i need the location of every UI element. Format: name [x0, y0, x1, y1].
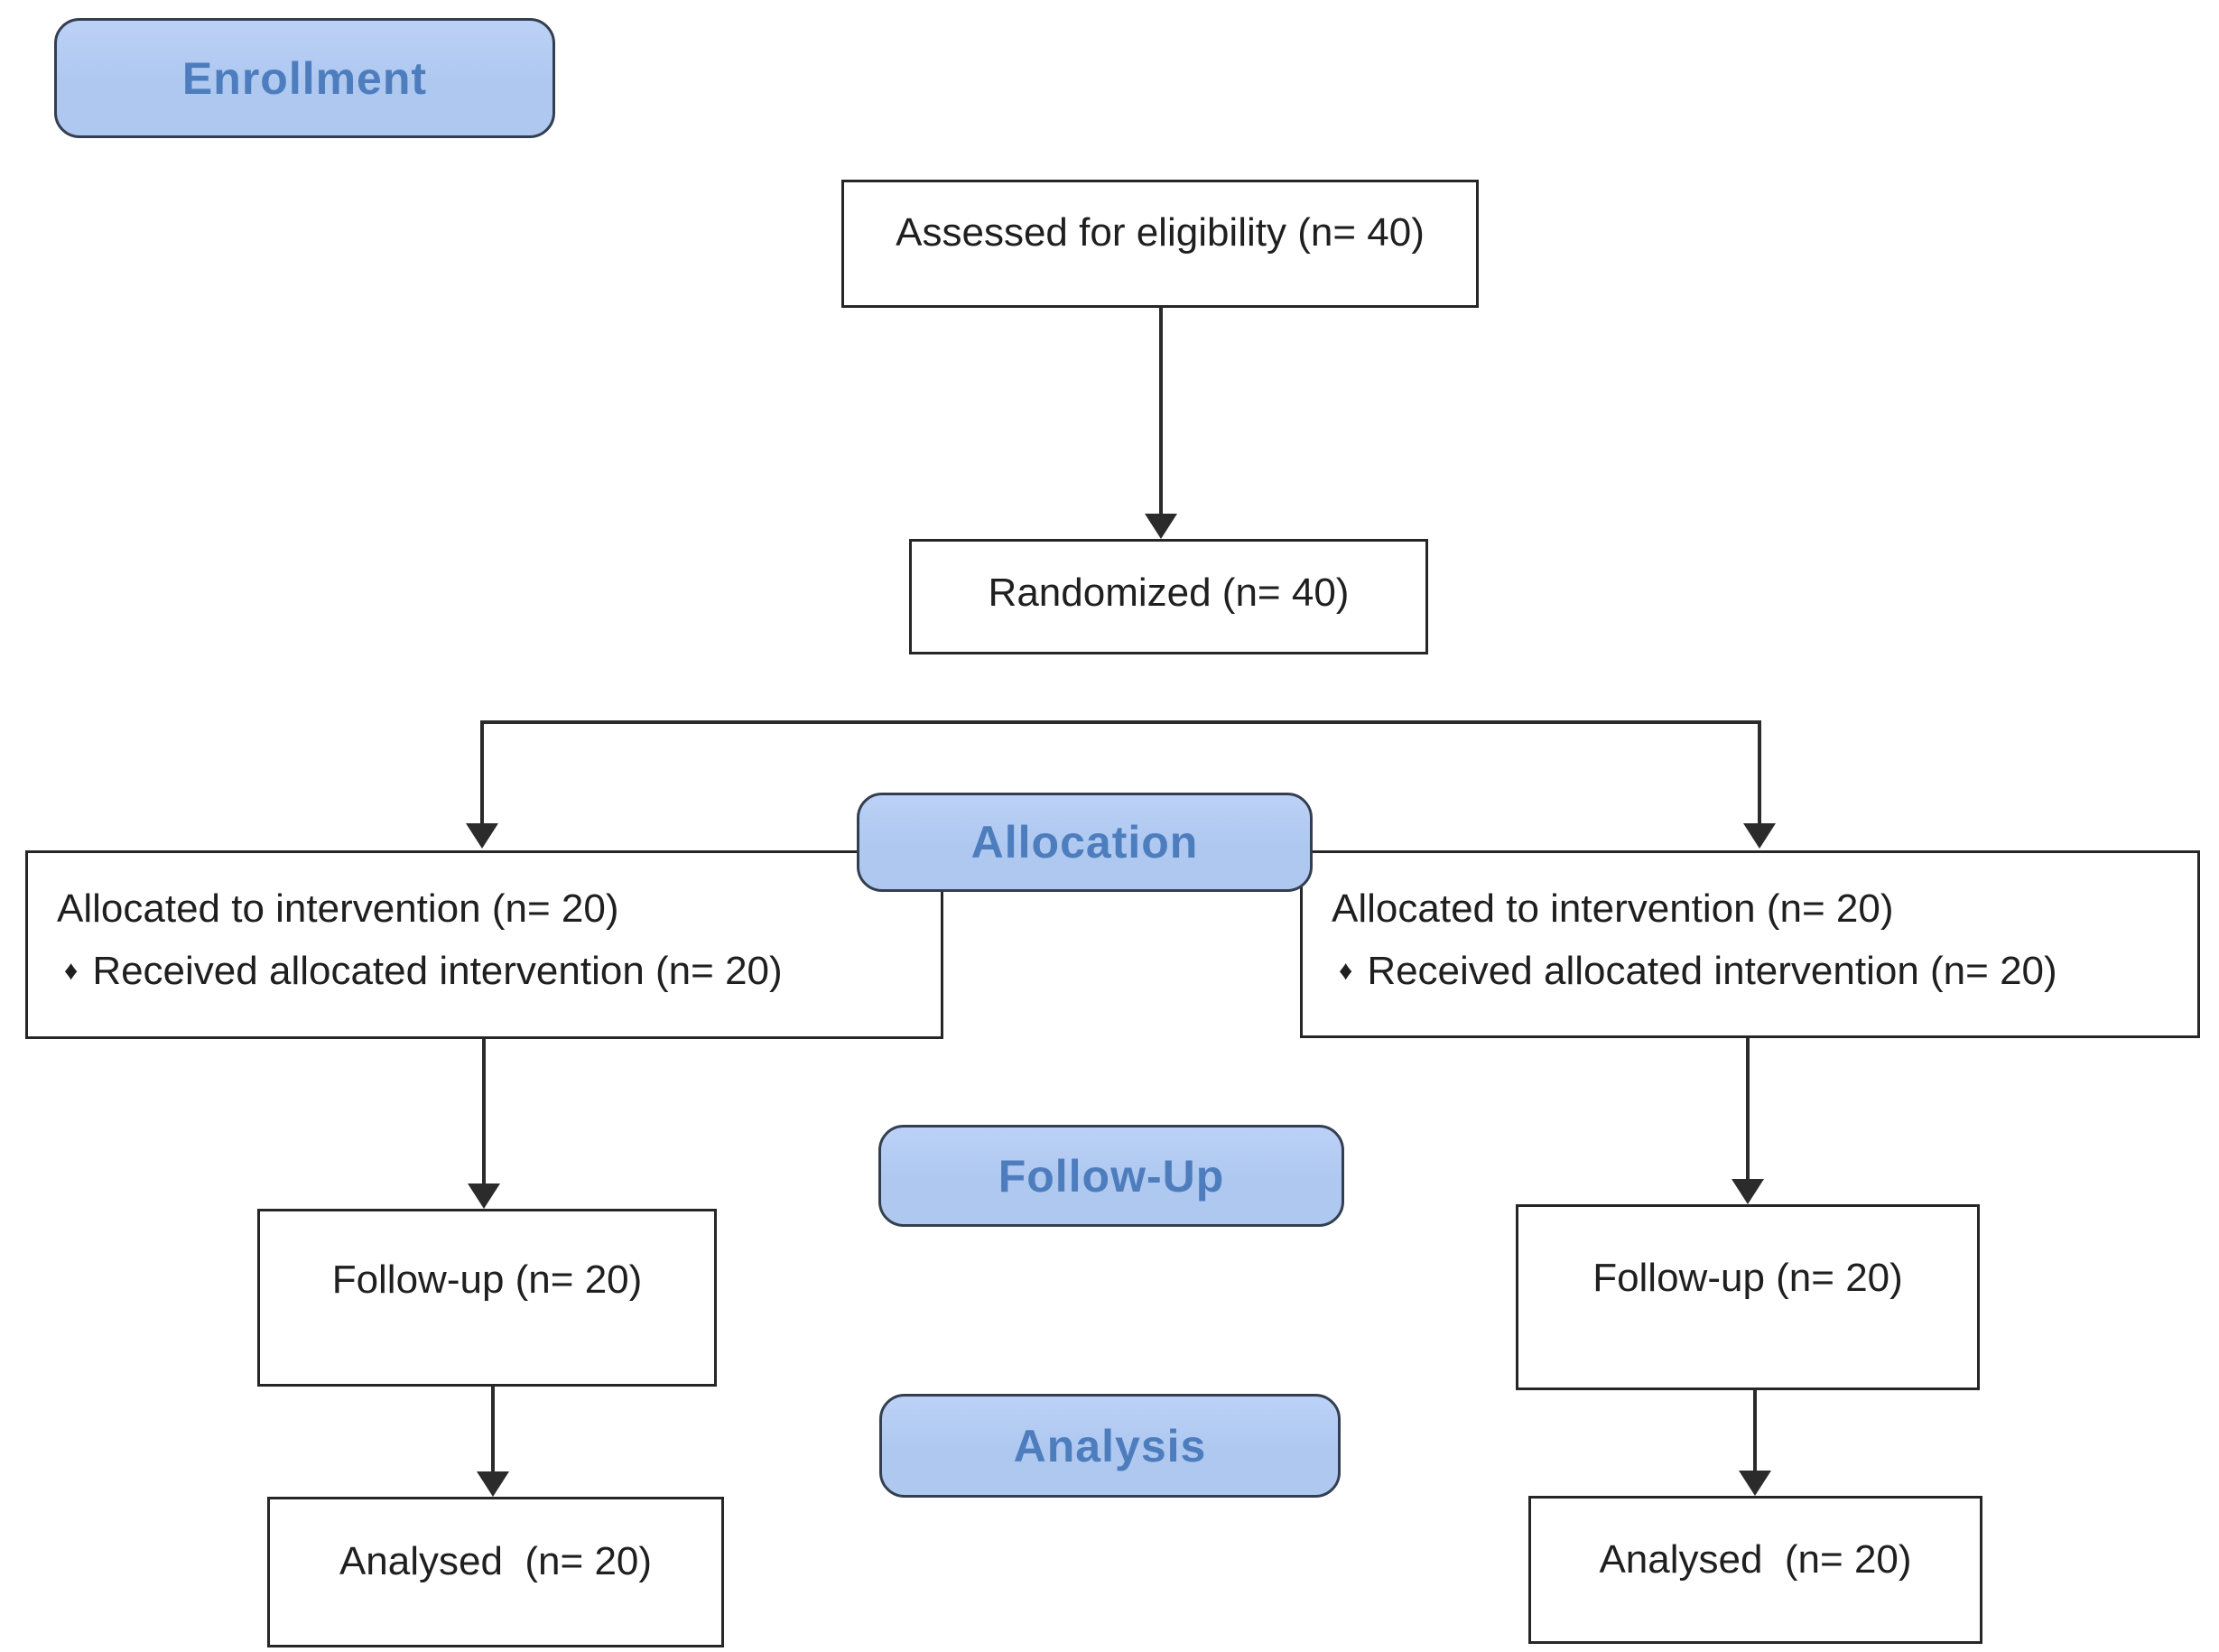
assessed-text: Assessed for eligibility (n= 40): [896, 209, 1425, 255]
analysed-left-text: Analysed (n= 20): [339, 1539, 653, 1583]
alloc-left-line1: Allocated to intervention (n= 20): [57, 886, 619, 931]
alloc-left-line2: ♦ Received allocated intervention (n= 20…: [57, 946, 783, 996]
alloc-right-line2: ♦ Received allocated intervention (n= 20…: [1332, 946, 2057, 996]
box-followup-right: Follow-up (n= 20): [1516, 1204, 1980, 1390]
stage-label-analysis: Analysis: [879, 1394, 1341, 1498]
alloc-right-line1: Allocated to intervention (n= 20): [1332, 886, 1894, 931]
box-randomized: Randomized (n= 40): [909, 539, 1428, 654]
arrow-branch-to-alloc-right: [1743, 722, 1776, 849]
analysed-right-text: Analysed (n= 20): [1599, 1536, 1912, 1582]
box-allocated-left: Allocated to intervention (n= 20) ♦ Rece…: [25, 850, 943, 1039]
arrow-shaft: [491, 1387, 495, 1475]
diamond-bullet-icon: ♦: [1339, 955, 1353, 986]
diamond-bullet-icon: ♦: [64, 955, 79, 986]
arrowhead-icon: [466, 823, 498, 849]
box-analysed-left: Analysed (n= 20): [267, 1497, 724, 1647]
box-allocated-right: Allocated to intervention (n= 20) ♦ Rece…: [1300, 850, 2200, 1038]
box-assessed-for-eligibility: Assessed for eligibility (n= 40): [841, 180, 1479, 308]
box-analysed-right: Analysed (n= 20): [1528, 1496, 1982, 1644]
alloc-right-line2-text: Received allocated intervention (n= 20): [1367, 949, 2057, 993]
stage-label-allocation: Allocation: [857, 793, 1313, 892]
stage-label-enrollment: Enrollment: [54, 18, 555, 138]
followup-right-text: Follow-up (n= 20): [1592, 1255, 1903, 1300]
arrow-shaft: [1758, 722, 1761, 827]
arrowhead-icon: [468, 1183, 500, 1209]
arrowhead-icon: [477, 1471, 509, 1497]
arrow-assessed-to-randomized: [1145, 308, 1177, 539]
arrowhead-icon: [1145, 514, 1177, 539]
arrow-shaft: [480, 722, 484, 827]
arrow-alloc-left-to-followup-left: [468, 1039, 500, 1209]
arrow-shaft: [1746, 1038, 1750, 1183]
branch-line: [480, 720, 1761, 724]
arrow-shaft: [482, 1039, 486, 1187]
alloc-left-line2-text: Received allocated intervention (n= 20): [92, 949, 783, 993]
arrow-shaft: [1159, 308, 1163, 517]
arrowhead-icon: [1743, 823, 1776, 849]
arrow-shaft: [1753, 1390, 1757, 1474]
arrowhead-icon: [1732, 1179, 1764, 1204]
arrowhead-icon: [1739, 1471, 1771, 1496]
arrow-followup-left-to-analysed-left: [477, 1387, 509, 1497]
randomized-text: Randomized (n= 40): [988, 570, 1350, 615]
arrow-branch-to-alloc-left: [466, 722, 498, 849]
stage-label-follow-up: Follow-Up: [878, 1125, 1344, 1227]
arrow-followup-right-to-analysed-right: [1739, 1390, 1771, 1496]
box-followup-left: Follow-up (n= 20): [257, 1209, 717, 1387]
followup-left-text: Follow-up (n= 20): [331, 1258, 643, 1302]
arrow-alloc-right-to-followup-right: [1732, 1038, 1764, 1204]
